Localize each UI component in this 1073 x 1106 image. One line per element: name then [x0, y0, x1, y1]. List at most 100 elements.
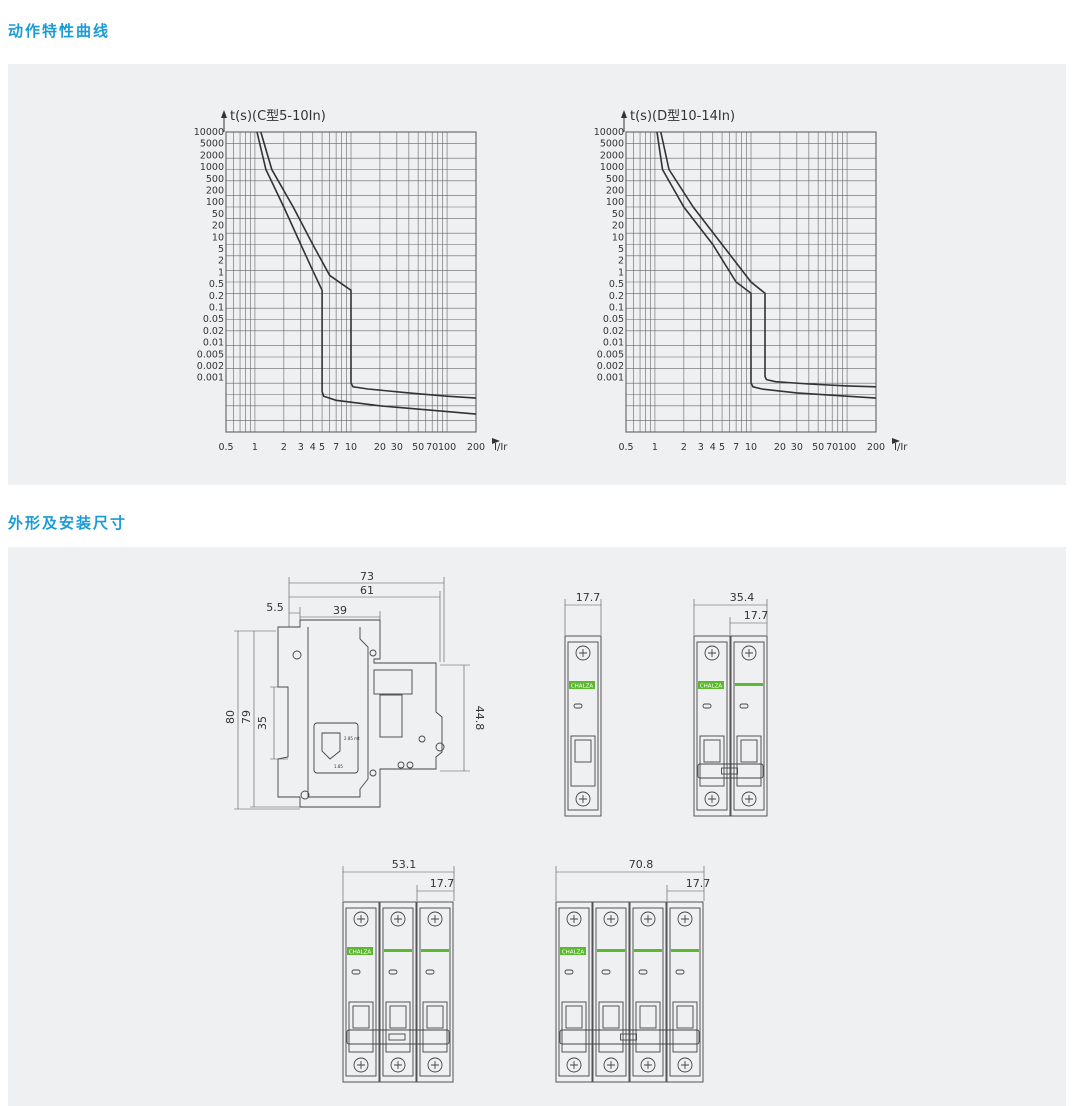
toggle-handle	[639, 1005, 657, 1029]
trip-curve-charts: t(s)(C型5-10In)10000500020001000500200100…	[194, 109, 909, 453]
y-tick-label: 0.01	[603, 338, 624, 349]
y-tick-label: 100	[606, 197, 624, 208]
pole-frame	[595, 907, 627, 1077]
x-tick-label: 200	[867, 442, 885, 453]
indicator-slot	[425, 969, 435, 975]
x-tick-label: 3	[698, 442, 704, 453]
y-tick-label: 200	[606, 186, 624, 197]
terminal-screw-icon	[603, 1057, 619, 1073]
screw-cross	[745, 795, 753, 803]
terminal-screw-icon	[427, 911, 443, 927]
y-tick-label: 0.001	[197, 373, 224, 384]
toggle-lever	[736, 735, 762, 787]
pole-body	[693, 635, 731, 817]
breaker-2p: CHALZA	[693, 635, 768, 817]
y-tick-label: 0.02	[603, 326, 624, 337]
toggle-lever	[598, 1001, 624, 1053]
terminal-screw-icon	[704, 645, 720, 661]
x-tick-label: 50	[812, 442, 824, 453]
y-tick-label: 100	[206, 197, 224, 208]
toggle-lever	[699, 735, 725, 787]
y-tick-label: 0.005	[197, 349, 224, 360]
breaker-pole: CHALZA	[555, 901, 593, 1083]
indicator-slot	[675, 969, 685, 975]
y-tick-label: 1000	[200, 162, 224, 173]
brand-badge	[560, 947, 586, 955]
status-stripe	[671, 949, 699, 952]
pole-frame	[558, 907, 590, 1077]
x-tick-label: 2	[281, 442, 287, 453]
indicator-slot	[388, 969, 398, 975]
tie-bar-clip	[721, 767, 738, 775]
y-tick-label: 20	[612, 221, 624, 232]
terminal-screw-icon	[390, 911, 406, 927]
toggle-handle	[574, 739, 592, 763]
pole-body	[592, 901, 630, 1083]
pole-body	[629, 901, 667, 1083]
dim-80: 80	[224, 710, 237, 724]
toggle-lever	[422, 1001, 448, 1053]
terminal-screw-icon	[353, 1057, 369, 1073]
brand-badge-text: CHALZA	[562, 950, 585, 956]
screw-cross	[607, 915, 615, 923]
y-tick-label: 0.05	[603, 314, 624, 325]
dim-61: 61	[360, 584, 374, 597]
y-tick-label: 50	[612, 209, 624, 220]
y-tick-label: 2000	[200, 150, 224, 161]
y-tick-label: 0.005	[597, 349, 624, 360]
y-tick-label: 0.5	[609, 279, 624, 290]
plot-frame	[225, 131, 477, 433]
screw-cross	[570, 915, 578, 923]
y-tick-label: 0.002	[597, 361, 624, 372]
pole-frame	[733, 641, 765, 811]
toggle-lever	[348, 1001, 374, 1053]
y-tick-label: 500	[206, 174, 224, 185]
y-tick-label: 0.05	[203, 314, 224, 325]
pole-body	[555, 901, 593, 1083]
terminal-screw-icon	[677, 1057, 693, 1073]
tie-bar-clip	[620, 1033, 637, 1041]
screw-cross	[570, 1061, 578, 1069]
indicator-slot	[601, 969, 611, 975]
y-tick-label: 0.02	[203, 326, 224, 337]
screw-cross	[357, 1061, 365, 1069]
toggle-handle	[426, 1005, 444, 1029]
chart-title: t(s)(C型5-10In)	[230, 109, 326, 124]
terminal-screw-icon	[741, 791, 757, 807]
indicator-slot	[573, 703, 583, 709]
y-tick-label: 0.1	[209, 303, 224, 314]
breaker-pole: CHALZA	[564, 635, 602, 817]
toggle-handle	[676, 1005, 694, 1029]
x-tick-label: 20	[374, 442, 386, 453]
screw-cross	[681, 1061, 689, 1069]
handle-tie-bar	[697, 763, 764, 779]
dim-44-8: 44.8	[473, 706, 486, 731]
screw-cross	[681, 915, 689, 923]
x-axis-label: I/Ir	[894, 442, 908, 453]
dimensions-panel: 2.85 mt 1.85 73 61 5.5 39 80 79 35 44.	[8, 547, 1066, 1106]
x-tick-label: 70	[826, 442, 838, 453]
toggle-handle	[740, 739, 758, 763]
indicator-slot	[351, 969, 361, 975]
y-tick-label: 0.2	[209, 291, 224, 302]
y-tick-label: 10	[612, 232, 624, 243]
dimension-line	[666, 885, 704, 901]
dimension-line	[564, 599, 602, 635]
y-tick-label: 5000	[200, 139, 224, 150]
dim-4p-pole: 17.7	[686, 877, 711, 890]
toggle-lever	[570, 735, 596, 787]
y-tick-label: 1	[218, 267, 224, 278]
y-tick-label: 0.01	[203, 338, 224, 349]
pole-body	[416, 901, 454, 1083]
status-stripe	[384, 949, 412, 952]
terminal-screw-icon	[575, 645, 591, 661]
pole-body	[730, 635, 768, 817]
trip-curve-series-2	[260, 131, 477, 399]
dimension-line	[555, 866, 705, 901]
pole-frame	[669, 907, 701, 1077]
dim-73: 73	[360, 570, 374, 583]
screw-cross	[394, 915, 402, 923]
dimension-line	[693, 599, 768, 635]
chart-grid	[225, 131, 477, 433]
